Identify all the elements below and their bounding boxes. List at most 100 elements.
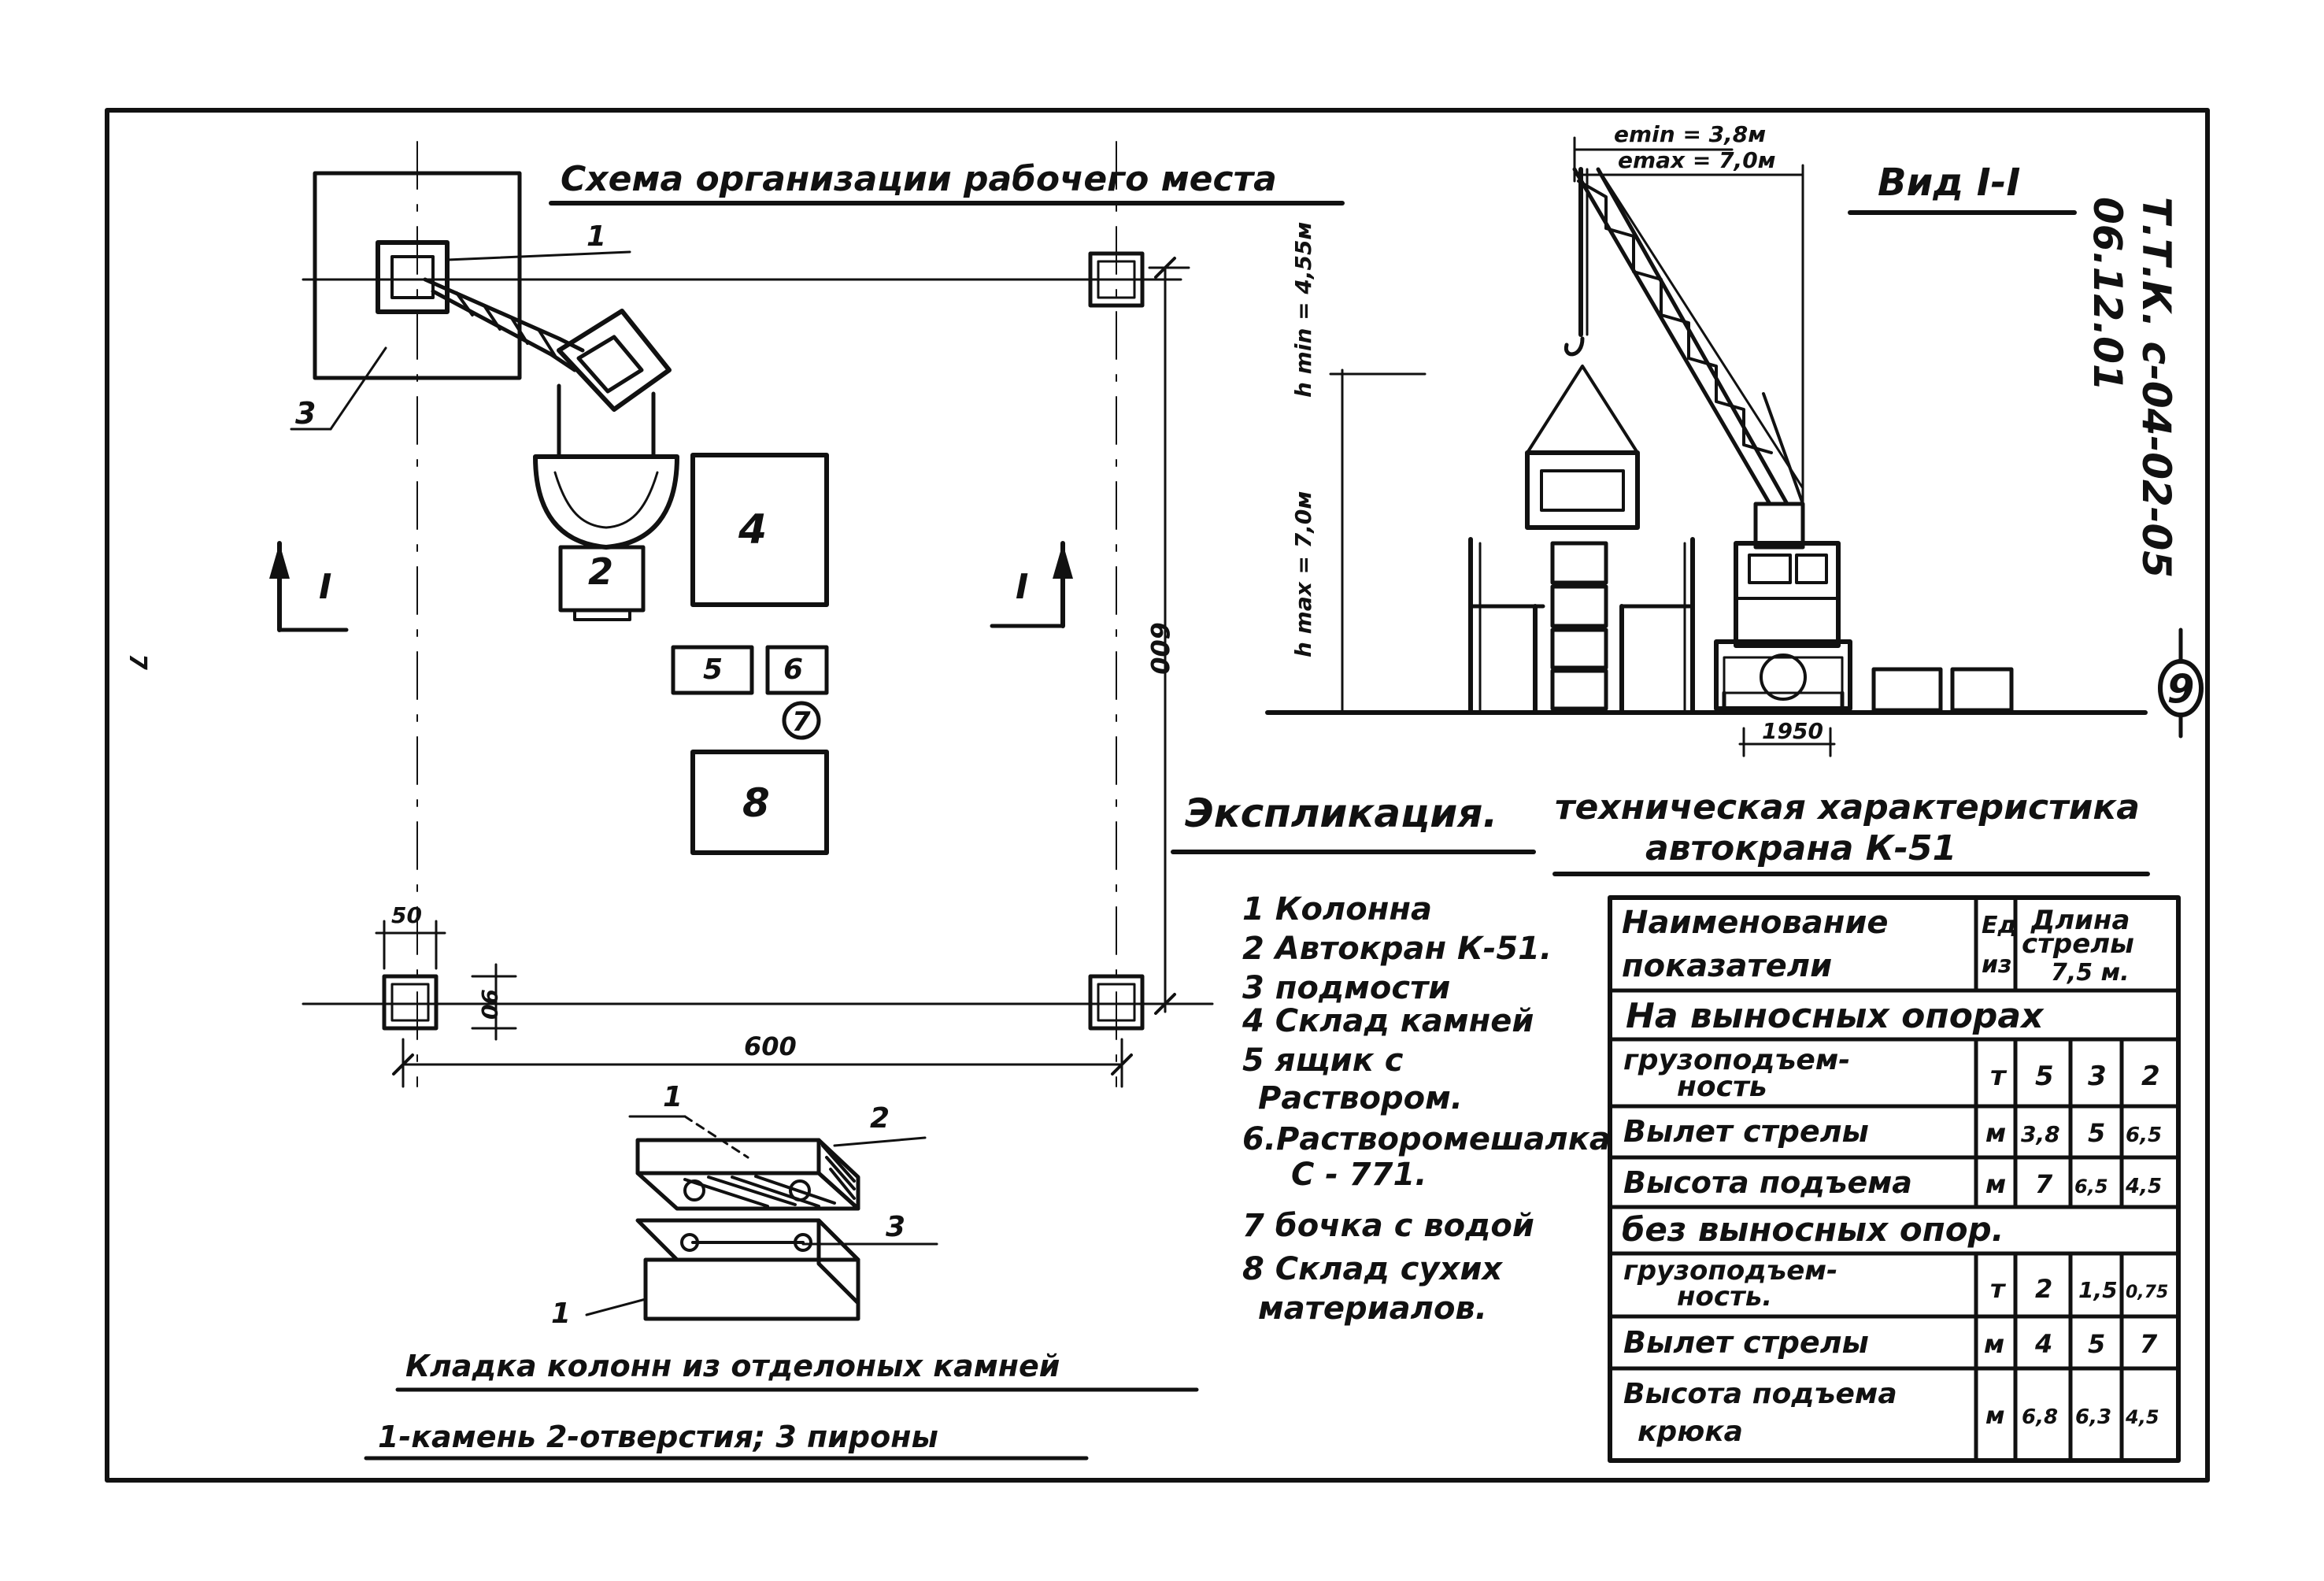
spec-row1-v2: 3 <box>2088 1061 2107 1092</box>
column-top-left <box>376 240 450 314</box>
spec-row1-unit: т <box>1990 1061 2008 1092</box>
spec-row5-v2: 5 <box>2088 1329 2105 1359</box>
legend-item-6: Раствором. <box>1258 1080 1463 1116</box>
sheet-number-badge: 9 <box>2158 628 2204 739</box>
specs-title-1: техническая характеристика <box>1555 787 2140 828</box>
detail-caption-2: 1-камень 2-отверстия; 3 пироны <box>378 1420 938 1454</box>
legend-item-5: 5 ящик с <box>1242 1042 1404 1079</box>
plan-label-2: 2 <box>588 550 613 593</box>
legend-item-1: 1 Колонна <box>1242 891 1432 927</box>
legend-item-11: материалов. <box>1258 1290 1487 1327</box>
stone-storage <box>690 453 829 607</box>
specs-title-2: автокрана К-51 <box>1645 828 1956 868</box>
specs-header-boom-2: стрелы <box>2022 928 2134 960</box>
site-plan: Схема организации рабочего места 1 <box>269 141 1345 1088</box>
plan-label-1: 1 <box>587 220 606 253</box>
legend-title: Экспликация. <box>1185 790 1497 836</box>
specs-header-unit-1: Ед <box>1982 912 2017 939</box>
spec-row4-unit: т <box>1990 1274 2007 1304</box>
plan-label-8: 8 <box>742 780 770 826</box>
section-mark-right-label: I <box>1016 567 1028 607</box>
dim-90: 90 <box>476 989 502 1020</box>
spec-row5-v1: 4 <box>2034 1329 2052 1359</box>
spec-row2-v3: 6,5 <box>2126 1124 2162 1147</box>
detail-caption-1: Кладка колонн из отделоных камней <box>405 1349 1060 1383</box>
spec-row1-v1: 5 <box>2035 1061 2054 1092</box>
spec-row4-name-1: грузоподъем- <box>1623 1255 1837 1287</box>
spec-row5-unit: м <box>1984 1329 2004 1359</box>
dim-1950: 1950 <box>1762 718 1823 744</box>
dim-600-horizontal: 600 <box>744 1031 797 1061</box>
masonry-detail: 1 2 3 1 Кладка колонн из отделоных камне… <box>364 1081 1199 1461</box>
sheet-frame <box>105 108 2210 1483</box>
specs-header-name-1: Наименование <box>1622 905 1889 941</box>
detail-label-2: 2 <box>870 1102 890 1135</box>
detail-label-3: 3 <box>886 1211 905 1243</box>
spec-row3-v1: 7 <box>2035 1169 2053 1199</box>
plan-label-3: 3 <box>295 396 316 431</box>
elevation-title: Вид I-I <box>1878 161 2020 205</box>
detail-label-1b: 1 <box>551 1298 571 1330</box>
spec-row2-unit: м <box>1985 1118 2006 1148</box>
spec-row1-v3: 2 <box>2141 1061 2160 1092</box>
legend-item-3: 3 подмости <box>1242 970 1450 1006</box>
detail-label-1a: 1 <box>663 1081 683 1113</box>
spec-row5-name-1: Вылет стрелы <box>1623 1325 1869 1360</box>
crane-specs: техническая характеристика автокрана К-5… <box>1552 787 2181 1463</box>
spec-row3-unit: м <box>1985 1169 2006 1199</box>
spec-row1-name-2: ность <box>1677 1071 1767 1103</box>
legend-item-2: 2 Автокран К-51. <box>1242 931 1552 967</box>
legend-item-10: 8 Склад сухих <box>1242 1251 1503 1287</box>
plan-label-5: 5 <box>703 654 723 686</box>
emax-label: emax = 7,0м <box>1618 147 1776 173</box>
spec-row4-v1: 2 <box>2035 1274 2052 1304</box>
spec-row5-v3: 7 <box>2140 1329 2158 1359</box>
specs-header-unit-2: из <box>1982 951 2011 979</box>
column-bottom-left <box>382 974 439 1031</box>
hmin-label: h min = 4,55м <box>1290 222 1316 398</box>
spec-row3-v3: 4,5 <box>2125 1175 2162 1198</box>
water-barrel <box>782 701 821 740</box>
lifted-stone-block <box>1525 450 1640 530</box>
crane-truck-elevation <box>1714 502 1852 715</box>
column-top-right <box>1088 251 1145 308</box>
mortar-box <box>671 645 754 695</box>
doc-code-2: 06.12.01 <box>2085 197 2130 391</box>
spec-row4-name-2: ность. <box>1677 1281 1772 1313</box>
specs-table <box>1608 895 2181 1463</box>
spec-row6-unit: м <box>1985 1402 2005 1430</box>
legend-item-8: С - 771. <box>1291 1157 1427 1193</box>
spec-row6-v3: 4,5 <box>2125 1406 2159 1428</box>
legend-item-7: 6.Растворомешалка <box>1242 1121 1611 1157</box>
legend-item-9: 7 бочка с водой <box>1242 1208 1534 1244</box>
dry-materials-storage <box>690 750 829 855</box>
spec-row4-v2: 1,5 <box>2078 1277 2118 1303</box>
crane-elevation: Вид I-I emin = 3,8м emax = 7,0м h min = … <box>1265 121 2148 757</box>
spec-row2-name-1: Вылет стрелы <box>1623 1114 1869 1149</box>
spec-row6-name-2: крюка <box>1638 1416 1743 1448</box>
mortar-mixer <box>765 645 829 695</box>
spec-row6-v2: 6,3 <box>2075 1405 2111 1429</box>
dim-50: 50 <box>391 902 422 928</box>
sheet-number: 9 <box>2167 666 2195 712</box>
page-number-left: 7 <box>124 654 151 670</box>
spec-row6-v1: 6,8 <box>2022 1405 2058 1429</box>
section-mark-left: I <box>269 541 349 632</box>
specs-section-1: На выносных опорах <box>1626 996 2045 1036</box>
specs-section-2: без выносных опор. <box>1622 1210 2004 1249</box>
specs-header-name-2: показатели <box>1622 948 1832 984</box>
section-mark-right: I <box>990 541 1073 628</box>
plan-label-4: 4 <box>738 506 767 554</box>
crane-truck-plan <box>533 454 679 550</box>
spec-row6-name-1: Высота подъема <box>1623 1378 1897 1410</box>
hmax-label: h max = 7,0м <box>1290 491 1316 657</box>
doc-code: Т.Т.К. с-04-02-05 <box>2133 197 2179 578</box>
section-mark-left-label: I <box>319 567 331 607</box>
plan-title: Схема организации рабочего места <box>561 159 1277 199</box>
column-bottom-right <box>1088 974 1145 1031</box>
specs-header-boom-1: Длина <box>2030 905 2130 936</box>
spec-row4-v3: 0,75 <box>2126 1283 2168 1302</box>
spec-row2-v2: 5 <box>2088 1118 2105 1148</box>
specs-header-boom-3: 7,5 м. <box>2051 959 2130 987</box>
spec-row3-name-1: Высота подъема <box>1623 1165 1912 1200</box>
